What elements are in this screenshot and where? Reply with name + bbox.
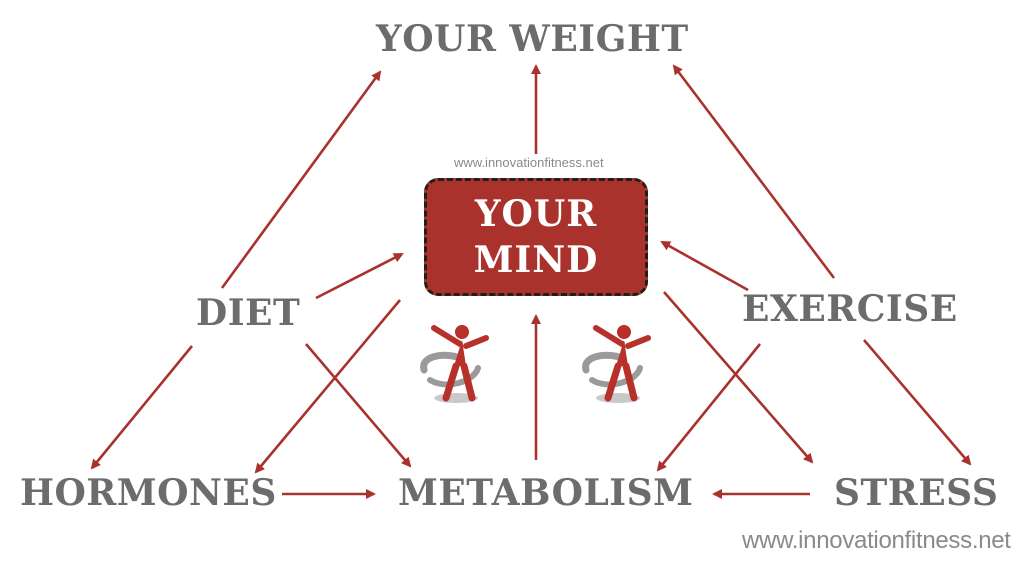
your-mind-line1: YOUR	[474, 193, 598, 235]
arrow-your-mind-to-stress	[663, 291, 814, 464]
exercise-label: EXERCISE	[742, 288, 958, 330]
arrow-exercise-to-metabolism	[656, 343, 762, 472]
small-credit-text: www.innovationfitness.net	[454, 155, 604, 170]
stress-label: STRESS	[834, 472, 999, 514]
hormones-label: HORMONES	[20, 472, 277, 514]
arrow-diet-to-metabolism	[305, 343, 412, 468]
arrow-diet-to-hormones	[90, 345, 194, 470]
arrow-diet-to-your-mind	[315, 252, 404, 300]
diet-label: DIET	[196, 292, 301, 334]
your-weight-label: YOUR WEIGHT	[376, 18, 689, 60]
arrow-your-mind-to-hormones	[254, 299, 401, 474]
bottom-credit-text: www.innovationfitness.net	[742, 527, 1011, 554]
arrow-diet-to-your-weight	[220, 70, 382, 289]
arrow-exercise-to-stress	[863, 339, 972, 466]
innovation-fitness-logo-icon	[582, 325, 651, 403]
your-mind-line2: MIND	[473, 239, 599, 281]
your-mind-box: YOUR MIND	[424, 178, 648, 296]
arrow-exercise-to-your-weight	[672, 64, 836, 279]
arrow-exercise-to-your-mind	[660, 240, 749, 292]
innovation-fitness-logo-icon	[420, 325, 489, 403]
metabolism-label: METABOLISM	[398, 472, 694, 514]
